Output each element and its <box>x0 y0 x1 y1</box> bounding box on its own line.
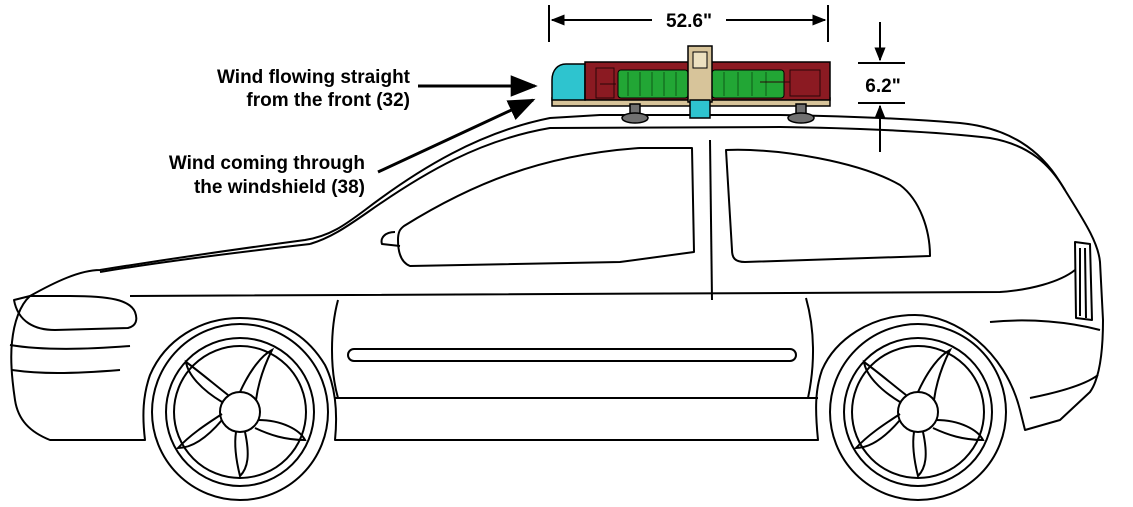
height-dimension <box>858 22 905 152</box>
front-window <box>725 148 931 263</box>
belt-line <box>129 269 1076 297</box>
door-front-edge <box>331 299 339 399</box>
car-body <box>9 114 1104 441</box>
door-rear-edge <box>805 297 815 399</box>
height-dimension-label: 6.2" <box>865 76 900 97</box>
device-mount-left <box>621 103 649 124</box>
front-grille <box>9 344 131 374</box>
tail-light <box>1074 241 1093 321</box>
device-front-intake <box>551 63 586 101</box>
windshield-wind-arrow <box>377 98 536 174</box>
rear-bumper <box>989 319 1101 399</box>
windshield-wind-label-line1: Wind coming through <box>169 153 365 174</box>
roof-turbine-device <box>551 45 831 124</box>
hood-line <box>99 243 311 273</box>
car-silhouette <box>10 114 1104 441</box>
windshield-wind-label-line2: the windshield (38) <box>194 177 365 198</box>
b-pillar <box>709 139 713 301</box>
device-center-plug <box>689 99 711 119</box>
front-wind-label-line1: Wind flowing straight <box>217 67 411 88</box>
front-bumper <box>13 295 138 331</box>
width-dimension-label: 52.6" <box>666 11 712 32</box>
side-molding <box>347 348 797 362</box>
rear-window <box>397 147 695 267</box>
roof-line <box>309 126 1066 245</box>
rear-wheel <box>151 323 329 501</box>
side-mirror <box>380 231 401 247</box>
front-wind-label-line2: from the front (32) <box>246 90 410 111</box>
front-wheel <box>829 323 1007 501</box>
device-mount-right <box>787 103 815 124</box>
generator-right <box>711 69 785 99</box>
